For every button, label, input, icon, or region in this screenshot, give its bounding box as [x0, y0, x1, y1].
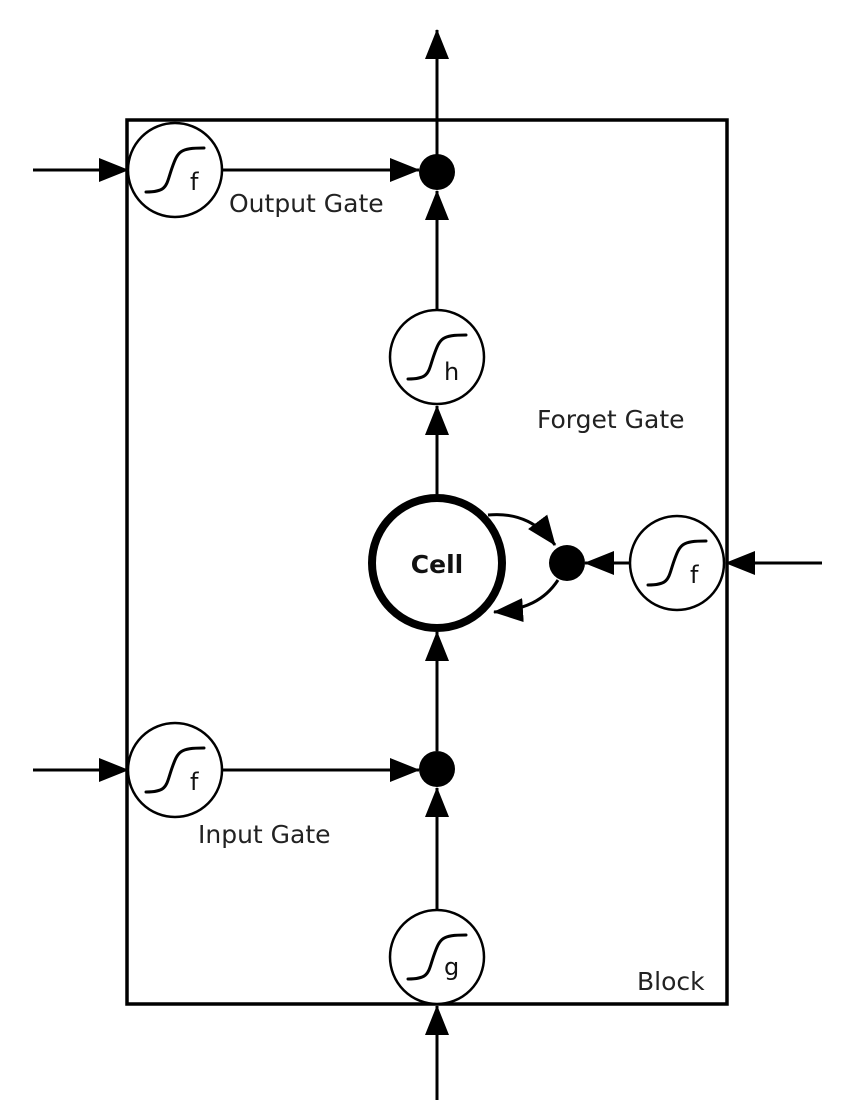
input-multiply-node: [419, 751, 455, 787]
h-activation: h: [444, 358, 459, 386]
forget-gate-label: Forget Gate: [537, 405, 685, 434]
sigmoid-icon: [144, 146, 206, 194]
sigmoid-icon: [406, 333, 468, 381]
g-activation: g: [444, 953, 459, 981]
cell-output-squash-unit: h: [388, 308, 486, 406]
input-gate-activation: f: [190, 768, 199, 796]
cell-recurrent-arc-in: [493, 579, 560, 623]
forget-gate-activation: f: [690, 561, 699, 589]
input-gate-unit: f: [126, 721, 224, 819]
memory-cell: [368, 494, 506, 632]
sigmoid-icon: [144, 746, 206, 794]
block-label: Block: [637, 967, 705, 996]
cell-input-squash-unit: g: [388, 908, 486, 1006]
input-gate-label: Input Gate: [198, 820, 331, 849]
sigmoid-icon: [646, 539, 708, 587]
forget-gate-unit: f: [628, 514, 726, 612]
cell-recurrent-arc-out: [487, 513, 557, 546]
forget-multiply-node: [549, 545, 585, 581]
output-multiply-node: [419, 154, 455, 190]
sigmoid-icon: [406, 933, 468, 981]
cell-label: Cell: [411, 550, 463, 579]
output-gate-activation: f: [190, 168, 199, 196]
output-gate-unit: f: [126, 121, 224, 219]
output-gate-label: Output Gate: [229, 189, 384, 218]
